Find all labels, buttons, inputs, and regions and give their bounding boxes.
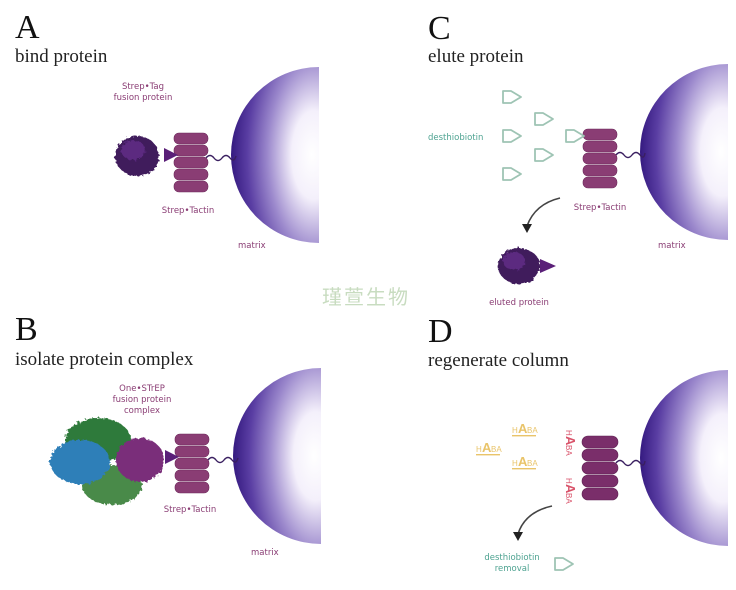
svg-text:A: A <box>482 440 492 455</box>
desthiobiotin-icon <box>502 90 522 104</box>
strep-tag-label-line1: Strep•Tag <box>121 82 165 92</box>
strep-tactin <box>173 132 209 193</box>
panel-d-letter: D <box>428 313 453 350</box>
one-strep-label: One•STrEP fusion protein complex <box>105 384 179 417</box>
desthiobiotin-icon <box>534 112 554 126</box>
matrix-bead <box>233 368 321 544</box>
desthiobiotin-icon <box>502 129 522 143</box>
linker <box>615 151 646 159</box>
removal-arrow <box>517 505 553 535</box>
linker <box>615 459 646 467</box>
desthiobiotin-removal-label: desthiobiotin removal <box>479 553 545 575</box>
one-strep-label-line2: fusion protein <box>112 395 172 405</box>
arrow-head <box>513 532 523 541</box>
one-strep-label-line1: One•STrEP <box>119 384 165 394</box>
strep-tactin <box>174 433 210 494</box>
one-strep-label-line3: complex <box>123 406 161 416</box>
panel-a-title: bind protein <box>15 46 108 67</box>
svg-text:BA: BA <box>491 445 502 454</box>
strep-tactin-label-b: Strep•Tactin <box>163 505 217 515</box>
elution-arrow <box>526 197 561 227</box>
panel-c-letter: C <box>428 10 451 47</box>
strep-tag <box>165 450 179 464</box>
svg-text:H: H <box>564 478 573 484</box>
complex-subunit-purple <box>116 438 164 482</box>
svg-text:BA: BA <box>564 445 573 456</box>
desthiobiotin-icon <box>565 129 585 143</box>
desthiobiotin-icon <box>534 148 554 162</box>
svg-text:A: A <box>563 436 578 446</box>
desthiobiotin-removal-line2: removal <box>494 564 530 574</box>
svg-text:BA: BA <box>527 459 538 468</box>
desthiobiotin-label: desthiobiotin <box>428 133 484 143</box>
matrix-label-c: matrix <box>658 241 686 251</box>
panel-b-letter: B <box>15 311 38 348</box>
strep-tag <box>540 259 556 273</box>
tagged-protein <box>115 136 159 176</box>
linker <box>205 154 237 162</box>
matrix-label-b: matrix <box>251 548 279 558</box>
panel-b-title: isolate protein complex <box>15 349 194 370</box>
svg-text:H: H <box>476 445 482 454</box>
eluted-protein <box>498 248 540 284</box>
desthiobiotin-removal-line1: desthiobiotin <box>484 553 540 563</box>
matrix-bead <box>640 64 728 240</box>
svg-text:A: A <box>518 454 528 469</box>
strep-tactin-label-a: Strep•Tactin <box>161 206 215 216</box>
panel-a-letter: A <box>15 9 40 46</box>
desthiobiotin-icon <box>502 167 522 181</box>
svg-text:BA: BA <box>564 493 573 504</box>
panel-c-title: elute protein <box>428 46 524 67</box>
strep-tactin-label-c: Strep•Tactin <box>573 203 627 213</box>
linker <box>207 456 239 464</box>
matrix-label-a: matrix <box>238 241 266 251</box>
svg-text:H: H <box>564 430 573 436</box>
watermark: 瑾萱生物 <box>322 285 410 309</box>
svg-text:A: A <box>563 484 578 494</box>
strep-tag <box>164 148 178 162</box>
strep-tactin <box>582 128 618 189</box>
complex-subunit-blue <box>50 440 110 484</box>
strep-tag-label-line2: fusion protein <box>113 93 173 103</box>
desthiobiotin-molecules <box>502 90 585 181</box>
svg-text:BA: BA <box>527 426 538 435</box>
eluted-protein-label: eluted protein <box>489 298 549 308</box>
strep-tag-label: Strep•Tag fusion protein <box>108 82 178 104</box>
arrow-head <box>522 224 532 233</box>
svg-text:A: A <box>518 421 528 436</box>
svg-text:H: H <box>512 426 518 435</box>
matrix-bead <box>231 67 319 243</box>
matrix-bead <box>640 370 728 546</box>
strep-tactin <box>581 435 619 501</box>
protein-complex <box>50 418 164 505</box>
svg-text:H: H <box>512 459 518 468</box>
desthiobiotin-icon <box>554 557 574 571</box>
panel-d-title: regenerate column <box>428 350 569 371</box>
